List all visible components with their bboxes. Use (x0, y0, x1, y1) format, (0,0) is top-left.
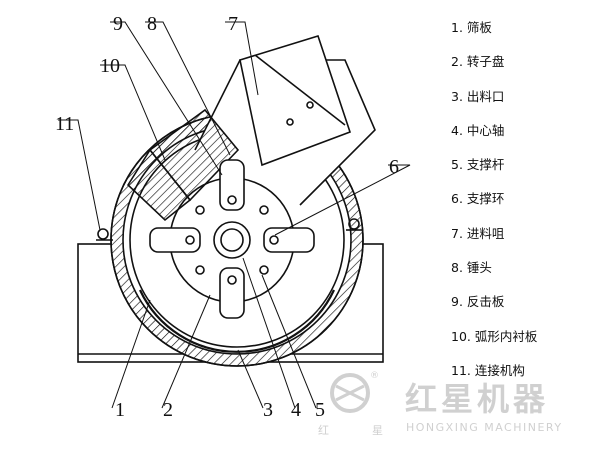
legend-item-11: 11. 连接机构 (451, 362, 525, 378)
legend-item-5: 5. 支撑杆 (451, 157, 505, 173)
callout-2: 2 (163, 399, 173, 421)
legend-item-4: 4. 中心轴 (451, 122, 505, 138)
callout-leaders (58, 21, 411, 409)
legend-item-10: 10. 弧形内衬板 (451, 328, 538, 344)
callout-8: 8 (147, 13, 157, 35)
watermark-registered: ® (370, 371, 379, 381)
callout-11: 11 (55, 113, 74, 135)
callout-labels: 9 8 7 10 11 6 1 2 3 4 5 (55, 13, 399, 421)
callout-5: 5 (315, 399, 325, 421)
legend-item-7: 7. 进料咀 (451, 225, 505, 241)
crusher-body (77, 35, 384, 367)
legend-item-1: 1. 筛板 (451, 20, 492, 35)
legend-item-8: 8. 锤头 (451, 260, 492, 276)
watermark-small-right: 星 (372, 424, 383, 437)
callout-4: 4 (291, 399, 301, 421)
watermark-small-left: 红 (318, 424, 329, 437)
callout-3: 3 (263, 399, 273, 421)
parts-legend: 1. 筛板 2. 转子盘 3. 出料口 4. 中心轴 5. 支撑杆 6. 支撑环… (451, 18, 596, 395)
legend-item-6: 6. 支撑环 (451, 191, 505, 207)
callout-10: 10 (100, 55, 120, 77)
callout-9: 9 (113, 13, 123, 35)
callout-1: 1 (115, 399, 125, 421)
callout-6: 6 (389, 156, 399, 178)
watermark-logo-icon (330, 373, 370, 413)
legend-item-2: 2. 转子盘 (451, 54, 505, 70)
watermark-brand-en: HONGXING MACHINERY (406, 421, 563, 434)
legend-item-3: 3. 出料口 (451, 88, 505, 104)
legend-item-9: 9. 反击板 (451, 294, 505, 310)
watermark-brand: 红星机器 (405, 380, 549, 418)
callout-7: 7 (228, 13, 238, 35)
brand-watermark: ® 红星机器 红 星 HONGXING MACHINERY (318, 371, 563, 437)
